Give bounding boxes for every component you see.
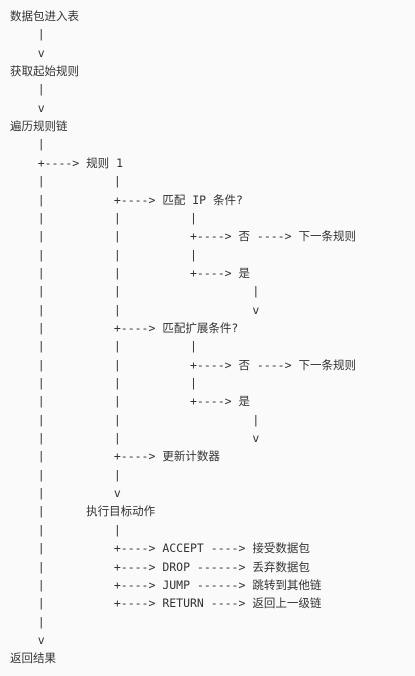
diagram-line: | — [10, 27, 45, 42]
diagram-line: | | — [10, 467, 121, 482]
diagram-line: | +----> 匹配扩展条件? — [10, 320, 239, 335]
diagram-line: | +----> 更新计数器 — [10, 449, 220, 464]
diagram-line: | +----> RETURN ----> 返回上一级链 — [10, 596, 322, 611]
diagram-line: | | — [10, 174, 121, 189]
diagram-line: | — [10, 82, 45, 97]
diagram-line: 获取起始规则 — [10, 64, 79, 79]
diagram-line: | +----> 匹配 IP 条件? — [10, 192, 243, 207]
diagram-line: | +----> JUMP ------> 跳转到其他链 — [10, 577, 322, 592]
diagram-line: | | v — [10, 431, 260, 446]
diagram-line: | | | — [10, 376, 197, 390]
diagram-line: | | +----> 是 — [10, 265, 250, 280]
diagram-line: | 执行目标动作 — [10, 504, 156, 519]
diagram-line: v — [10, 100, 45, 115]
diagram-line: +----> 规则 1 — [10, 155, 124, 170]
diagram-line: | v — [10, 486, 121, 501]
diagram-line: | +----> DROP ------> 丢弃数据包 — [10, 559, 310, 574]
diagram-line: 遍历规则链 — [10, 119, 68, 134]
diagram-line: | | v — [10, 302, 260, 317]
diagram-line: | | | — [10, 284, 260, 299]
diagram-line: 数据包进入表 — [10, 9, 79, 23]
diagram-line: | | — [10, 522, 121, 537]
diagram-line: | — [10, 614, 45, 629]
diagram-line: v — [10, 45, 45, 60]
diagram-line: | | +----> 否 ----> 下一条规则 — [10, 357, 356, 372]
diagram-line: | | | — [10, 210, 197, 225]
diagram-line: | | +----> 是 — [10, 394, 250, 409]
diagram-line: | | +----> 否 ----> 下一条规则 — [10, 229, 356, 244]
diagram-line: v — [10, 632, 45, 647]
diagram-line: | | | — [10, 412, 260, 427]
diagram-line: | — [10, 137, 45, 152]
diagram-line: | | | — [10, 247, 197, 262]
diagram-line: | | | — [10, 339, 197, 354]
diagram-line: 返回结果 — [10, 651, 56, 666]
diagram-line: | +----> ACCEPT ----> 接受数据包 — [10, 541, 310, 556]
